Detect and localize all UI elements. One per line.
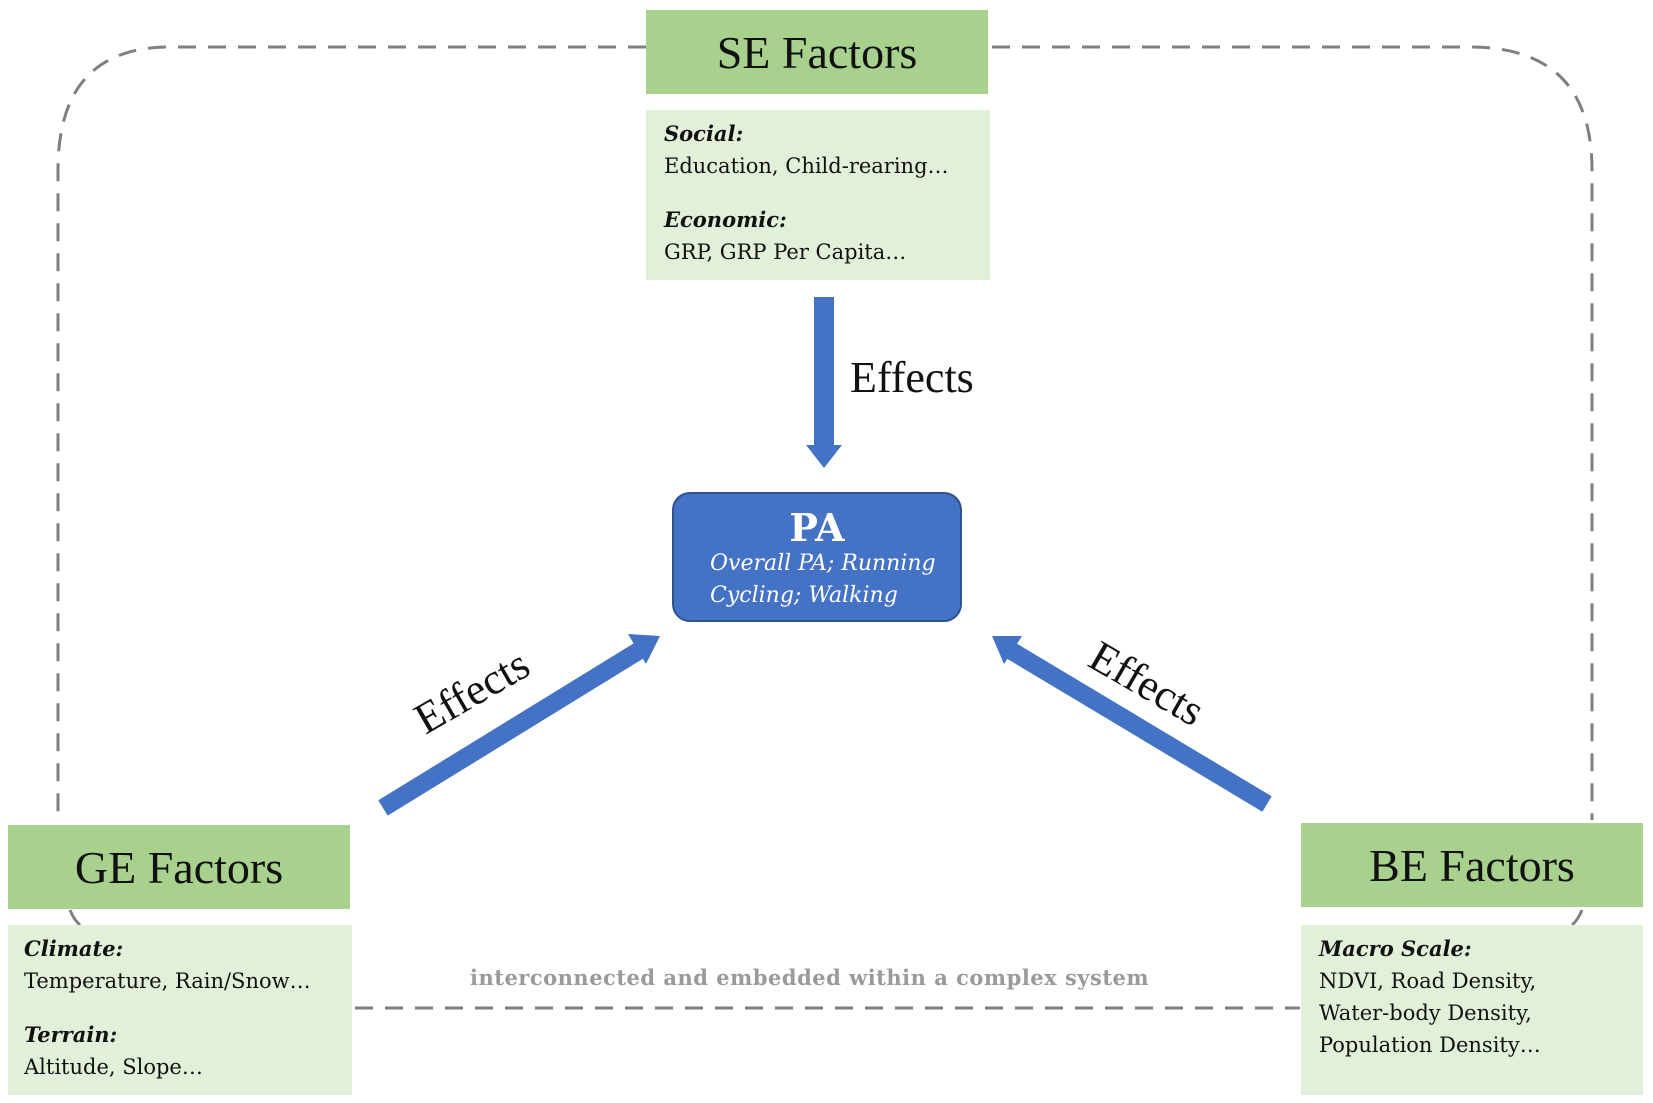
ge-factors-details: Climate: Temperature, Rain/Snow… Terrain… (8, 925, 352, 1095)
ge-factors-header: GE Factors (8, 825, 350, 909)
be-items-line-3: Population Density… (1319, 1033, 1541, 1057)
be-factors-title: BE Factors (1369, 839, 1575, 891)
system-boundary-dashed-corner-right (1571, 909, 1584, 927)
ge-items-terrain: Altitude, Slope… (24, 1055, 203, 1079)
se-factors-header: SE Factors (646, 10, 988, 94)
ge-category-climate: Climate: (24, 936, 124, 961)
be-factors-header: BE Factors (1301, 823, 1643, 907)
arrow-se-to-pa (806, 297, 842, 468)
system-boundary-dashed (56, 45, 646, 820)
ge-items-climate: Temperature, Rain/Snow… (24, 969, 311, 993)
pa-subtitle-line-2: Cycling; Walking (710, 583, 898, 608)
be-factors-details: Macro Scale: NDVI, Road Density, Water-b… (1301, 925, 1643, 1095)
se-factors-details: Social: Education, Child-rearing… Econom… (646, 110, 990, 280)
system-boundary-dashed-corner-left (68, 909, 81, 927)
system-note: interconnected and embedded within a com… (470, 965, 1150, 990)
ge-factors-title: GE Factors (74, 841, 284, 893)
ge-category-terrain: Terrain: (24, 1022, 118, 1047)
se-items-economic: GRP, GRP Per Capita… (664, 240, 907, 264)
spacer (24, 997, 352, 1019)
se-factors-title: SE Factors (716, 26, 918, 78)
be-category-macro-scale: Macro Scale: (1319, 936, 1472, 961)
spacer (664, 182, 990, 204)
effects-label-top: Effects (850, 353, 974, 402)
arrow-be-to-pa (992, 636, 1272, 812)
pa-title: PA (789, 505, 845, 550)
se-category-social: Social: (664, 121, 744, 146)
pa-node: PA Overall PA; Running Cycling; Walking (672, 492, 962, 622)
arrow-ge-to-pa (378, 634, 660, 816)
se-items-social: Education, Child-rearing… (664, 154, 949, 178)
system-boundary-dashed-right (992, 45, 1594, 820)
pa-subtitle-line-1: Overall PA; Running (710, 551, 936, 576)
se-category-economic: Economic: (664, 207, 787, 232)
be-items-line-1: NDVI, Road Density, (1319, 969, 1537, 993)
be-items-line-2: Water-body Density, (1319, 1001, 1532, 1025)
